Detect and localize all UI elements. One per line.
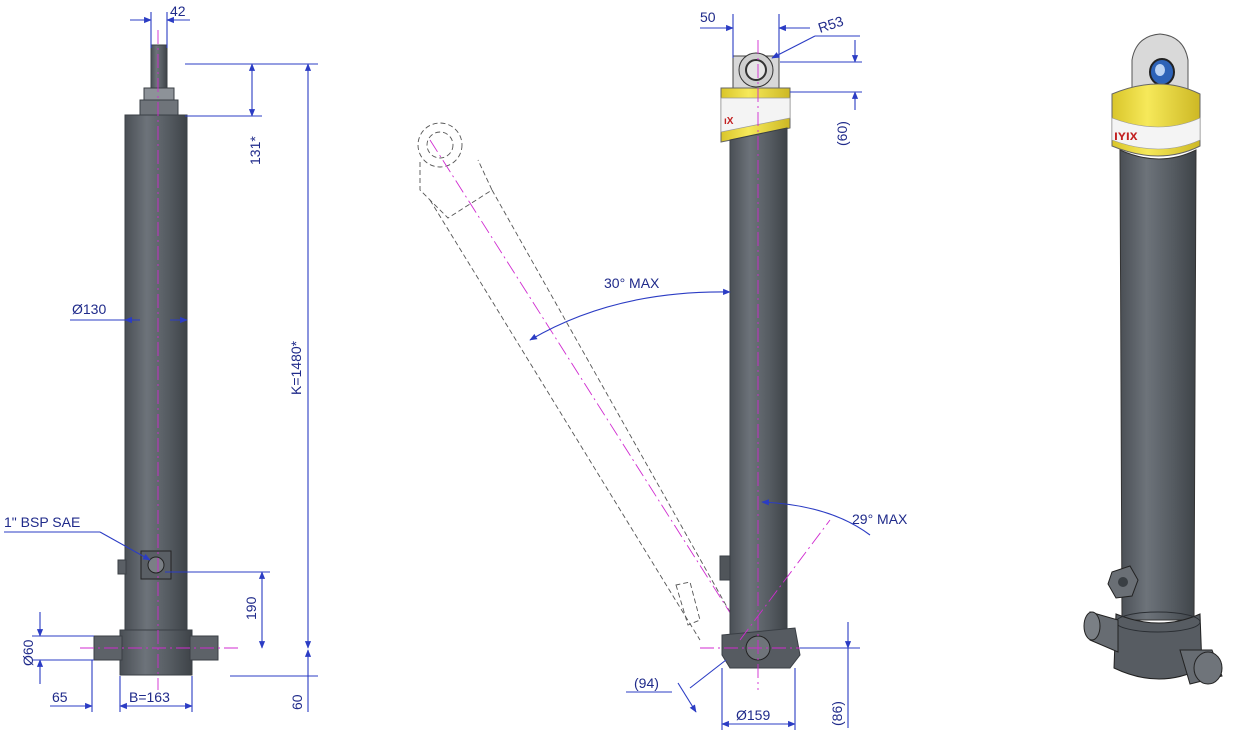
piston-rod bbox=[150, 44, 168, 91]
render-trunnion-right-end bbox=[1193, 651, 1223, 685]
dim-eye-radius: R53 bbox=[816, 13, 846, 36]
white-collar bbox=[720, 97, 791, 133]
render-eye-glint bbox=[1155, 64, 1165, 76]
dim-offset: 65 bbox=[52, 689, 68, 705]
dim-base-width: B=163 bbox=[129, 689, 170, 705]
render-brand-logo: ıʏıx bbox=[1114, 127, 1138, 143]
base-block bbox=[119, 629, 193, 676]
dim-eye-height: (60) bbox=[834, 121, 850, 146]
dim-trunnion-dia: Ø60 bbox=[20, 639, 36, 666]
dim-top-width: 42 bbox=[170, 3, 186, 19]
left-view: 42 131* K=1480* Ø130 1" BSP SAE 190 Ø60 … bbox=[4, 3, 318, 712]
dim-base-dia: Ø159 bbox=[736, 707, 770, 723]
port-hole bbox=[147, 556, 165, 574]
side-port bbox=[719, 555, 731, 581]
rod-collar-lower bbox=[139, 99, 179, 117]
middle-view: ıX 50 R53 (60) 30° MAX 29° MAX bbox=[417, 9, 908, 730]
angle-side: 29° MAX bbox=[852, 511, 908, 527]
cylinder-body-main bbox=[729, 127, 788, 641]
port-label: 1" BSP SAE bbox=[4, 514, 80, 530]
cylinder-body bbox=[124, 114, 188, 636]
dim-rod: 131* bbox=[247, 136, 263, 165]
angle-tilt: 30° MAX bbox=[604, 275, 660, 291]
dim-base-offset: (94) bbox=[634, 675, 659, 691]
render-collar-band bbox=[1111, 117, 1201, 150]
dim-length: K=1480* bbox=[288, 340, 304, 395]
dim-port-height: 190 bbox=[243, 596, 259, 620]
dim-diameter: Ø130 bbox=[72, 301, 106, 317]
dim-base-height: 60 bbox=[289, 694, 305, 710]
side-boss bbox=[117, 559, 127, 575]
phantom-tilted-cylinder bbox=[417, 122, 761, 661]
render-body bbox=[1119, 149, 1197, 621]
brand-logo-fragment: ıX bbox=[724, 116, 734, 127]
eye-bore bbox=[745, 59, 767, 81]
dim-base-height-mid: (86) bbox=[829, 701, 845, 726]
render-trunnion-left-end bbox=[1083, 611, 1101, 641]
dim-eye-width: 50 bbox=[700, 9, 716, 25]
render-port-hole bbox=[1118, 577, 1128, 587]
cylinder-3d-render-icon: ıʏıx bbox=[1083, 33, 1223, 685]
